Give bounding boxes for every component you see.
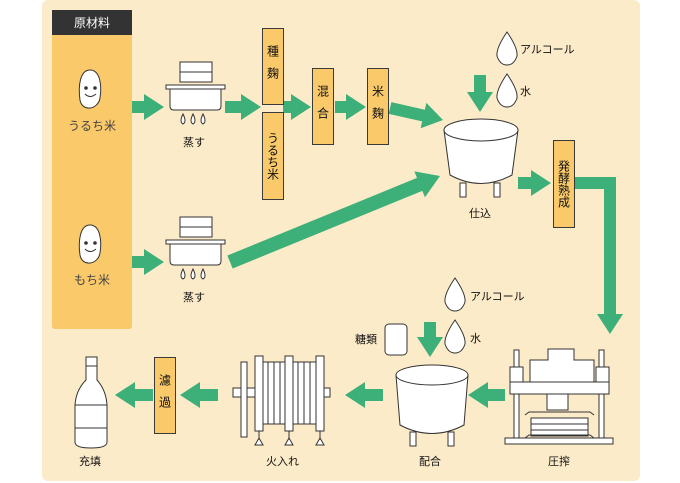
flow-arrow [345, 382, 383, 408]
flow-arrow [518, 170, 551, 196]
flow-arrow [180, 382, 218, 408]
uruchi-rice-label: うるち米 [67, 119, 116, 133]
steamer-icon [165, 216, 226, 280]
sake-bottle-icon [74, 356, 108, 449]
steam-label: 蒸す [183, 136, 205, 149]
flow-arrow [335, 94, 366, 120]
raw-materials-header: 原材料 [52, 10, 132, 35]
flow-arrow [225, 94, 261, 120]
flow-arrow [132, 249, 164, 275]
flow-arrow [388, 102, 443, 129]
water-drop-icon [496, 73, 518, 108]
alcohol-label: アルコール [470, 290, 525, 303]
flow-arrow [468, 382, 505, 408]
filter-press-icon [232, 355, 331, 446]
fermentation-vat-icon [443, 118, 519, 198]
sugar-container-icon [384, 323, 408, 356]
water-drop-icon [444, 319, 466, 354]
seed-koji-box: 種麹 [262, 28, 284, 105]
flow-arrow [227, 171, 440, 269]
press-machine-icon [504, 348, 614, 445]
blending-vat-icon [395, 364, 469, 447]
steam-label: 蒸す [183, 291, 205, 304]
fermentation-box: 発酵熟成 [553, 140, 575, 228]
blending-label: 配合 [419, 455, 441, 468]
flow-arrow [283, 94, 311, 120]
filling-label: 充填 [79, 455, 101, 468]
pasteurize-label: 火入れ [266, 455, 299, 468]
sugars-label: 糖類 [355, 333, 377, 346]
alcohol-drop-icon [496, 31, 518, 66]
mochi-rice-label: もち米 [73, 273, 110, 287]
pressing-label: 圧搾 [548, 455, 570, 468]
flow-arrow [132, 94, 164, 120]
flow-arrow [597, 300, 623, 334]
rice-grain-icon [78, 69, 102, 109]
raw-materials-column [52, 10, 132, 329]
uruchi-rice-box: うるち米 [262, 112, 284, 200]
alcohol-drop-icon [444, 277, 466, 312]
rice-koji-box: 米麹 [367, 68, 389, 145]
shikomi-label: 仕込 [469, 207, 491, 220]
flow-connector [575, 177, 616, 310]
water-label: 水 [470, 332, 481, 345]
flow-arrow [467, 75, 493, 112]
mix-box: 混合 [312, 68, 334, 145]
rice-grain-icon [78, 224, 102, 264]
flow-arrow [417, 322, 443, 357]
steamer-icon [165, 61, 226, 125]
flow-arrow [115, 382, 153, 408]
filtration-box: 濾過 [154, 357, 176, 434]
water-label: 水 [520, 85, 531, 98]
alcohol-label: アルコール [520, 43, 575, 56]
